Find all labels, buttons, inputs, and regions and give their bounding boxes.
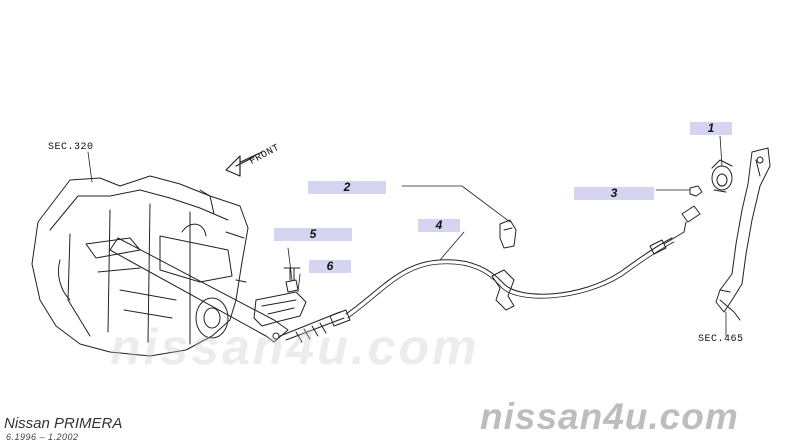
leader-lines [87,135,727,337]
callout-part-5[interactable]: 5 [274,228,352,241]
section-ref-transmission: SEC.320 [48,142,94,153]
section-ref-pedal: SEC.465 [698,334,744,345]
callout-part-4[interactable]: 4 [418,219,460,232]
callout-part-6[interactable]: 6 [309,260,351,273]
callout-part-1[interactable]: 1 [690,122,732,135]
pedal-nut [689,185,703,197]
vehicle-model: Nissan PRIMERA [4,415,123,432]
cable-pedal-end [649,205,701,255]
cable-grommet [491,269,515,311]
release-lever [109,237,289,343]
production-range: 6.1996 – 1.2002 [6,432,79,442]
callout-part-2[interactable]: 2 [308,181,386,194]
watermark-center: nissan4u.com [110,319,480,375]
callout-part-3[interactable]: 3 [574,187,654,200]
front-arrow-icon [225,151,263,177]
clutch-pedal [715,147,771,321]
clutch-cable [345,237,673,315]
cable-clip [499,219,517,249]
watermark-bottom: nissan4u.com [480,396,739,437]
cable-adjuster-end [279,309,351,343]
cable-bracket [253,291,307,327]
